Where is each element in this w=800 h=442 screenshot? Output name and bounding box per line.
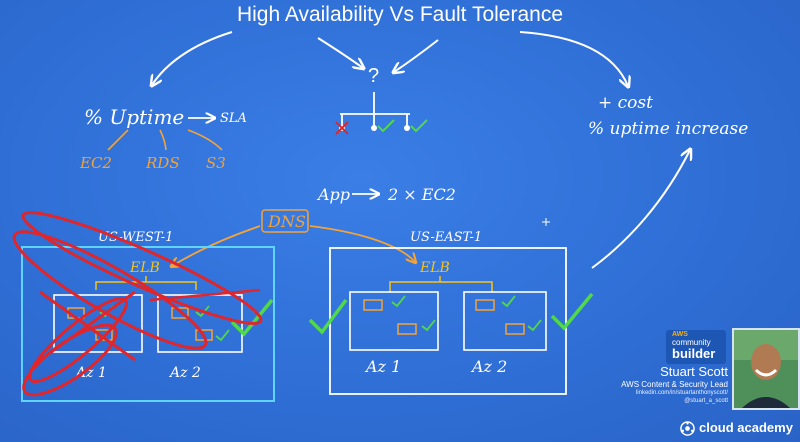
presenter-avatar-icon xyxy=(734,330,798,408)
brand-name: cloud academy xyxy=(699,420,793,435)
uptime-increase-label: % uptime increase xyxy=(588,119,748,139)
dns-label: DNS xyxy=(267,212,306,231)
region-east-az1-instance-1 xyxy=(363,299,383,311)
arrow-to-cost xyxy=(519,31,628,86)
region-west-elb-bracket xyxy=(95,276,197,290)
region-east-check-icon-3 xyxy=(501,295,516,308)
dns-to-east-elb-arrow xyxy=(309,225,415,262)
dns-to-west-elb-arrow xyxy=(172,225,261,266)
presenter-handle: @stuart_a_scott xyxy=(684,398,728,404)
brand-logo: cloud academy xyxy=(680,420,796,438)
presenter-role: AWS Content & Security Lead xyxy=(621,380,728,389)
region-us-west-1: US-WEST-1 ELB Az 1 Az 2 xyxy=(21,230,275,402)
region-east-check-icon-1 xyxy=(391,295,406,308)
page-title: High Availability Vs Fault Tolerance xyxy=(236,3,564,26)
region-east-az1-label: Az 1 xyxy=(364,357,401,376)
arrow-to-uptime xyxy=(152,31,233,85)
tree-node-3 xyxy=(404,125,410,131)
region-west-label: US-WEST-1 xyxy=(98,230,173,245)
region-west-check-icon-3 xyxy=(215,329,230,342)
uptime-to-rds-line xyxy=(159,129,167,151)
region-east-az2-label: Az 2 xyxy=(470,357,507,376)
uptime-to-ec2-line xyxy=(107,129,129,151)
question-mark: ? xyxy=(368,65,379,87)
badge-aws: AWS xyxy=(672,331,688,338)
presenter-card: AWS community builder Stuart Scott AWS C… xyxy=(616,328,800,410)
region-east-label: US-EAST-1 xyxy=(410,230,482,245)
region-west-az1-label: Az 1 xyxy=(74,365,107,381)
region-west-az2-label: Az 2 xyxy=(168,365,201,381)
region-east-elb-bracket xyxy=(389,276,493,292)
region-west-az1-instance-2 xyxy=(95,329,113,341)
arrow-to-question-right xyxy=(394,39,439,72)
app-label: App xyxy=(316,185,350,204)
service-rds: RDS xyxy=(145,154,180,172)
badge-builder: builder xyxy=(672,346,716,361)
node-3-check-icon xyxy=(410,119,428,133)
region-east-check-icon-4 xyxy=(527,319,542,332)
region-west-box xyxy=(21,246,275,402)
region-west-big-check-icon xyxy=(230,298,274,337)
cost-label: + cost xyxy=(598,93,653,113)
uptime-to-s3-line xyxy=(187,129,223,151)
arrow-east-to-uptime-increase xyxy=(591,150,690,269)
cloud-academy-logo-icon xyxy=(680,421,695,436)
uptime-label: % Uptime xyxy=(84,105,184,129)
region-us-east-1: US-EAST-1 ELB Az 1 Az 2 xyxy=(308,230,594,395)
service-ec2: EC2 xyxy=(79,154,112,172)
node-1-cross-icon xyxy=(335,121,349,135)
region-east-left-big-check-icon xyxy=(308,298,348,335)
dns-box xyxy=(261,209,309,233)
region-east-check-icon-2 xyxy=(421,319,436,332)
region-east-az1-instance-2 xyxy=(397,323,417,335)
region-east-az2-instance-1 xyxy=(475,299,495,311)
region-west-check-icon-2 xyxy=(195,305,210,318)
region-east-az1-box xyxy=(349,291,439,351)
badge-community: community xyxy=(672,338,711,347)
region-west-elb: ELB xyxy=(129,260,160,276)
sla-label: SLA xyxy=(220,111,247,126)
region-east-az2-instance-2 xyxy=(505,323,525,335)
region-east-elb: ELB xyxy=(419,260,450,276)
region-east-az2-box xyxy=(463,291,547,351)
aws-community-builder-badge: AWS community builder xyxy=(666,330,726,364)
presenter-name: Stuart Scott xyxy=(660,364,728,379)
ec2-count-label: 2 × EC2 xyxy=(387,185,456,204)
region-west-cross-icon xyxy=(39,290,136,362)
tree-node-2 xyxy=(371,125,377,131)
region-west-az1-box xyxy=(53,294,143,353)
service-s3: S3 xyxy=(206,154,226,172)
region-west-az2-instance-1 xyxy=(171,307,189,319)
arrow-to-question-left xyxy=(317,37,363,68)
cursor-mark-icon xyxy=(542,218,550,226)
region-east-right-big-check-icon xyxy=(550,292,594,331)
node-2-check-icon xyxy=(377,119,395,133)
presenter-photo xyxy=(732,328,800,410)
presenter-link[interactable]: linkedin.com/in/stuartanthonyscott/ xyxy=(635,390,728,396)
region-west-failure-scribble xyxy=(12,211,263,397)
